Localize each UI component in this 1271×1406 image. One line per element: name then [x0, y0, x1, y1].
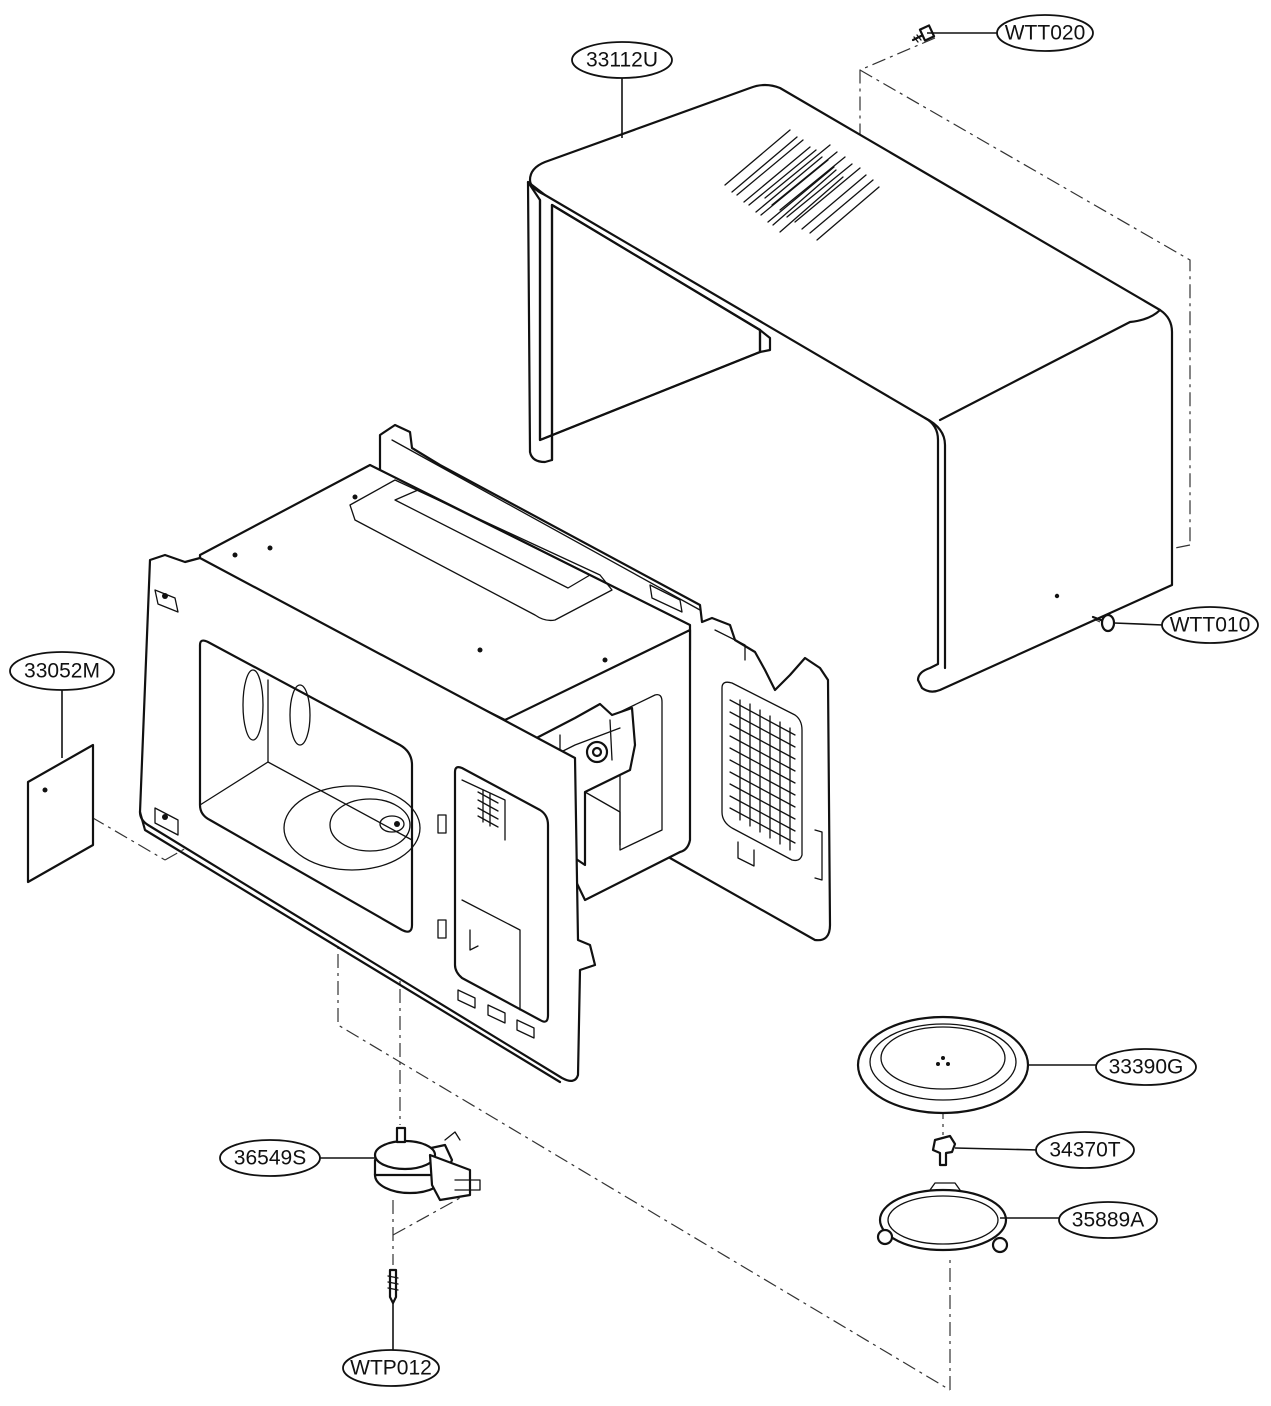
turntable-coupler — [931, 1134, 957, 1167]
callout-label-36549s: 36549S — [234, 1147, 306, 1170]
callout-wtp012: WTP012 — [342, 1349, 440, 1387]
cabinet-vents — [724, 129, 880, 241]
callout-33052m: 33052M — [9, 651, 115, 691]
callout-label-35889a: 35889A — [1072, 1209, 1144, 1232]
callout-34370t: 34370T — [1035, 1131, 1135, 1169]
callout-label-34370t: 34370T — [1049, 1139, 1120, 1162]
oven-cavity-chassis — [138, 423, 832, 1084]
roller-ring — [876, 1182, 1009, 1254]
outer-cabinet — [526, 83, 1174, 693]
callout-36549s: 36549S — [219, 1139, 321, 1177]
screw-wtp012 — [387, 1268, 399, 1360]
callout-33390g: 33390G — [1095, 1048, 1197, 1086]
callout-leaders — [61, 32, 1164, 1219]
callout-35889a: 35889A — [1058, 1201, 1158, 1239]
callout-label-wtt010: WTT010 — [1170, 614, 1251, 637]
callout-wtt020: WTT020 — [996, 14, 1094, 52]
callout-33112u: 33112U — [571, 41, 673, 79]
cavity-grille — [721, 681, 803, 862]
waveguide-cover-plate — [26, 743, 95, 884]
callout-label-wtt020: WTT020 — [1005, 22, 1086, 45]
callout-label-33390g: 33390G — [1109, 1056, 1184, 1079]
callout-label-33052m: 33052M — [24, 660, 100, 683]
glass-turntable-tray — [856, 1015, 1030, 1115]
turntable-motor — [373, 1126, 481, 1202]
callout-wtt010: WTT010 — [1161, 606, 1259, 644]
screw-wtt010 — [1091, 613, 1116, 633]
control-board-grid — [477, 789, 499, 828]
callout-label-33112u: 33112U — [586, 49, 658, 72]
callout-label-wtp012: WTP012 — [350, 1357, 432, 1380]
